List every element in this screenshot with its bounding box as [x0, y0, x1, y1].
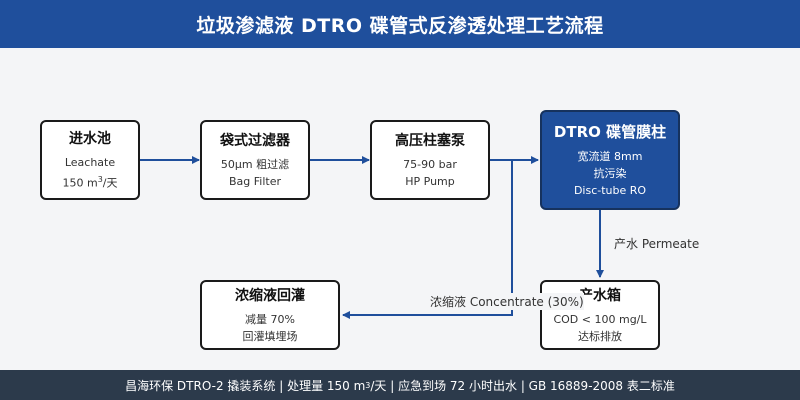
- permeate-label: 产水 Permeate: [614, 235, 700, 252]
- concentrate-return-node: 浓缩液回灌 减量 70% 回灌填埋场: [200, 280, 340, 350]
- dtro-column-desc: Disc-tube RO: [573, 184, 647, 197]
- product-tank-cod: COD < 100 mg/L: [553, 313, 647, 326]
- bag-filter-spec: 50μm 粗过滤: [220, 158, 290, 171]
- page-title: 垃圾渗滤液 DTRO 碟管式反渗透处理工艺流程: [0, 0, 800, 48]
- inlet-tank-desc: Leachate: [64, 156, 116, 170]
- dtro-column-title: DTRO 碟管膜柱: [553, 123, 667, 141]
- dtro-column-node: DTRO 碟管膜柱 宽流道 8mm 抗污染 Disc-tube RO: [540, 110, 680, 210]
- product-tank-title: 产水箱: [579, 288, 621, 304]
- hp-pump-title: 高压柱塞泵: [395, 133, 465, 149]
- bag-filter-title: 袋式过滤器: [220, 133, 290, 149]
- hp-pump-desc: HP Pump: [405, 175, 455, 188]
- product-tank-discharge: 达标排放: [578, 330, 622, 343]
- concentrate-reduction: 减量 70%: [245, 313, 295, 326]
- inlet-tank-node: 进水池 Leachate 150 m3/天: [40, 120, 140, 200]
- inlet-tank-capacity: 150 m3/天: [62, 175, 118, 190]
- bag-filter-desc: Bag Filter: [228, 175, 281, 188]
- concentrate-label: 浓缩液 Concentrate (30%): [430, 293, 584, 310]
- concentrate-destination: 回灌填埋场: [242, 330, 298, 343]
- concentrate-return-title: 浓缩液回灌: [235, 288, 305, 304]
- hp-pump-pressure: 75-90 bar: [403, 158, 457, 171]
- dtro-column-feature: 抗污染: [593, 167, 627, 180]
- product-tank-node: 产水箱 COD < 100 mg/L 达标排放: [540, 280, 660, 350]
- dtro-column-channel: 宽流道 8mm: [577, 150, 643, 163]
- hp-pump-node: 高压柱塞泵 75-90 bar HP Pump: [370, 120, 490, 200]
- arrow-concentrate-return: [342, 160, 513, 319]
- bag-filter-node: 袋式过滤器 50μm 粗过滤 Bag Filter: [200, 120, 310, 200]
- inlet-tank-title: 进水池: [69, 131, 111, 148]
